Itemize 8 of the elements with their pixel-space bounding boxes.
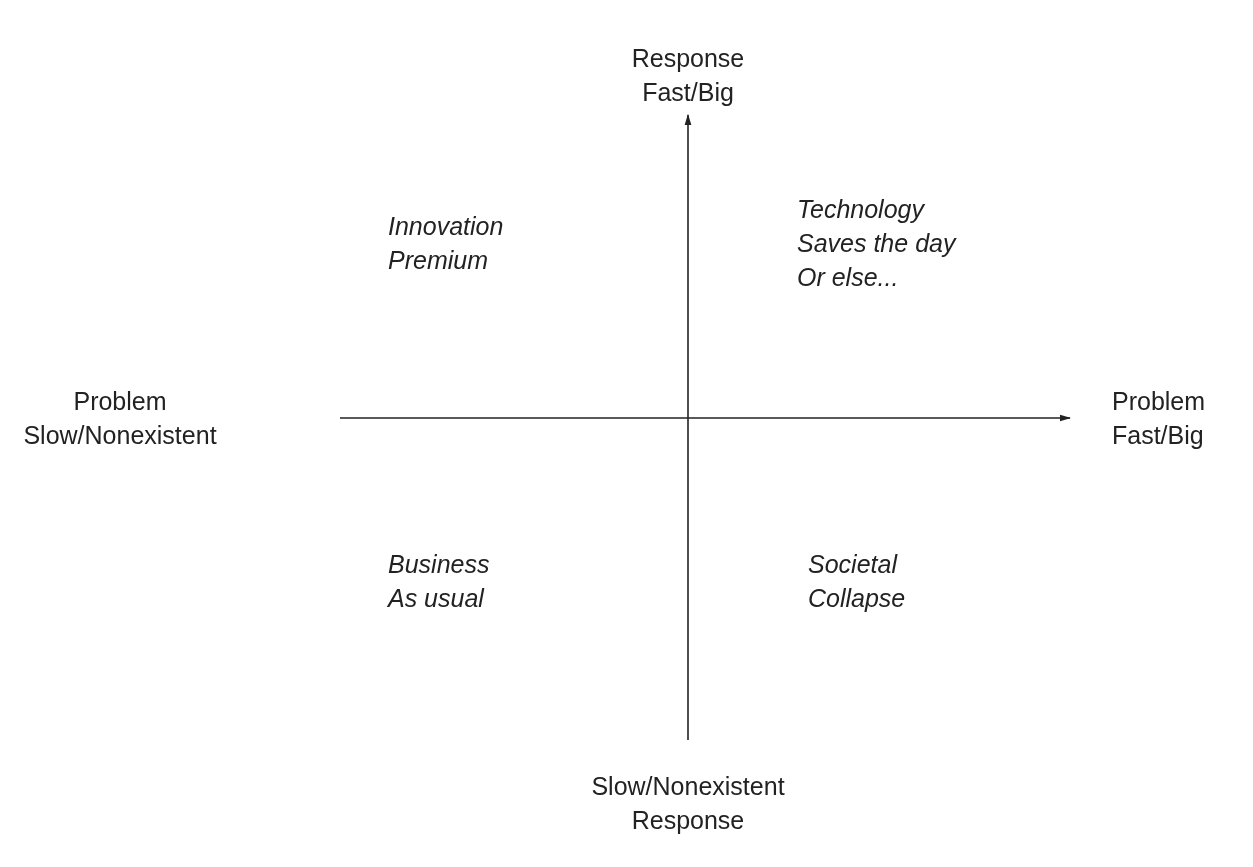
- axis-label: Response Fast/Big: [630, 43, 746, 108]
- axis-label: Problem Slow/Nonexistent: [22, 386, 218, 451]
- axis-label: Problem Fast/Big: [1112, 386, 1207, 451]
- axis-label: Slow/Nonexistent Response: [590, 771, 786, 836]
- quadrant-label: Technology Saves the day Or else...: [797, 194, 958, 293]
- quadrant-label: Societal Collapse: [808, 549, 907, 614]
- quadrant-label: Business As usual: [388, 549, 491, 614]
- quadrant-label: Innovation Premium: [388, 211, 505, 276]
